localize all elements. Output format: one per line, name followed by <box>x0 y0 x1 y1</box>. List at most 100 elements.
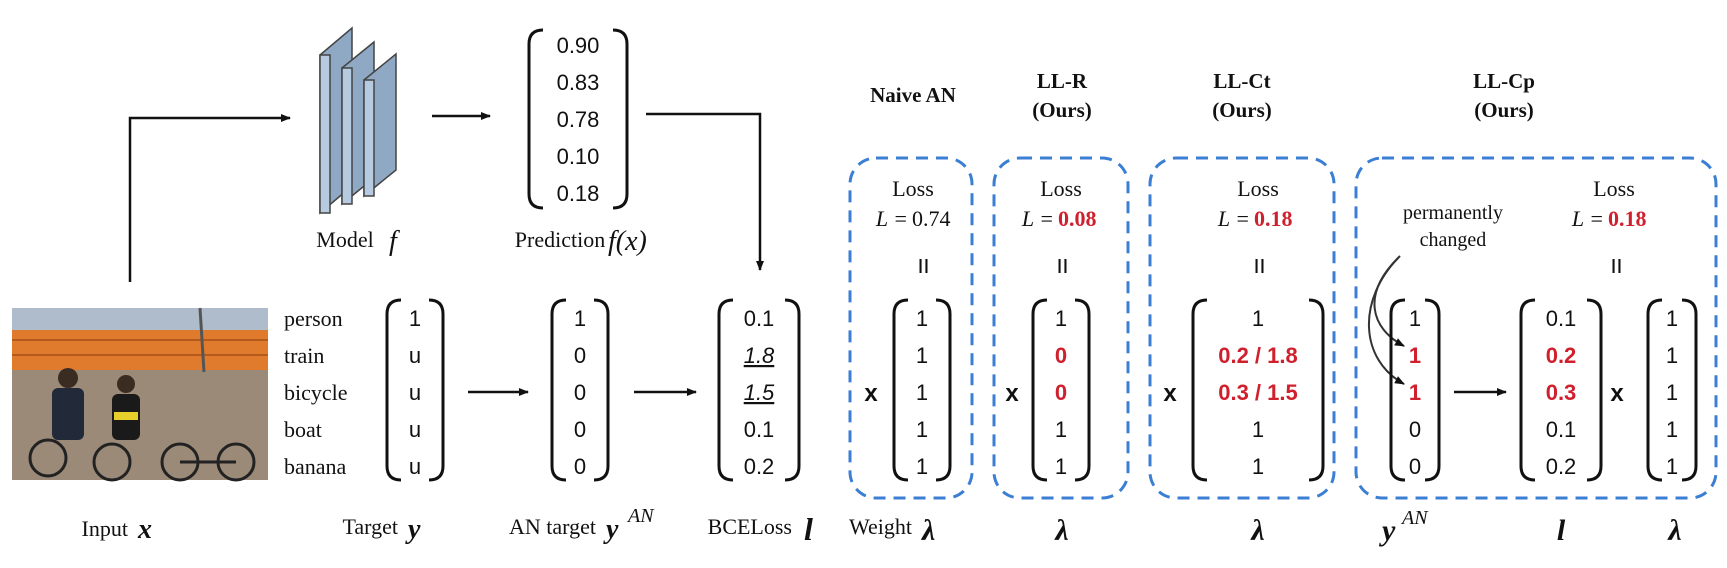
naive-an-weight-right-bracket <box>935 298 952 482</box>
ll-cp-annotation-line2: changed <box>1420 229 1487 251</box>
input-photo <box>12 307 268 482</box>
bce-loss-left-bracket <box>717 298 734 482</box>
ll-r-weight-right-bracket <box>1074 298 1091 482</box>
target-value: u <box>409 454 421 479</box>
an-target-value: 0 <box>574 380 586 405</box>
ll-cp-loss-value: 0.2 <box>1546 343 1577 368</box>
prediction-label: Prediction <box>515 227 605 252</box>
bce-loss-value: 0.1 <box>744 306 775 331</box>
target-left-bracket <box>385 298 402 482</box>
ll-cp-loss-value: 0.18 <box>1608 206 1647 231</box>
ll-cp-y-an-value: 1 <box>1409 380 1421 405</box>
ll-r-loss-value: 0.08 <box>1058 206 1097 231</box>
bce-loss-vector: 0.1 1.8 1.5 0.1 0.2 <box>717 298 801 482</box>
ll-cp-y-an-right-bracket <box>1424 298 1441 482</box>
prediction-left-bracket <box>527 28 544 210</box>
ll-r-weight-left-bracket <box>1031 298 1048 482</box>
naive-an-weight-value: 1 <box>916 454 928 479</box>
bce-loss-label: BCELoss <box>708 514 792 539</box>
ll-cp-loss-lhs: L = <box>1571 206 1604 231</box>
naive-an-weight-left-bracket <box>892 298 909 482</box>
prediction-value: 0.83 <box>557 70 600 95</box>
ll-ct-equals: = <box>1243 257 1276 274</box>
ll-ct-box <box>1148 156 1336 500</box>
ll-r-loss-lhs: L = <box>1021 206 1054 231</box>
ll-cp-box <box>1354 156 1718 500</box>
naive-an-weight-symbol: λ <box>920 514 935 547</box>
an-target-label: AN target <box>509 514 596 539</box>
bce-loss-value: 0.1 <box>744 417 775 442</box>
ll-cp-loss-right-bracket <box>1586 298 1603 482</box>
ll-ct-weight-vector: 1 0.2 / 1.8 0.3 / 1.5 1 1 <box>1191 298 1325 482</box>
ll-ct-weight-symbol: λ <box>1249 514 1264 547</box>
ll-ct-weight-value: 0.3 / 1.5 <box>1218 380 1298 405</box>
naive-an-loss-value: 0.74 <box>912 206 951 231</box>
model-label: Model <box>316 227 373 252</box>
ll-ct-title: LL-Ct <box>1213 69 1270 93</box>
ll-cp-y-an-value: 1 <box>1409 306 1421 331</box>
naive-an-weight-label: Weight <box>849 514 912 539</box>
ll-ct-loss-lhs: L = <box>1217 206 1250 231</box>
ll-ct-weight-value: 1 <box>1252 306 1264 331</box>
an-target-value: 1 <box>574 306 586 331</box>
ll-r-weight-value: 1 <box>1055 454 1067 479</box>
bce-loss-value: 0.2 <box>744 454 775 479</box>
bce-loss-value: 1.8 <box>744 343 775 368</box>
ll-cp-equals: = <box>1600 257 1633 274</box>
naive-an-box <box>848 156 974 500</box>
class-name: banana <box>284 454 347 479</box>
ll-cp-weight-value: 1 <box>1666 417 1678 442</box>
bce-loss-value: 1.5 <box>744 380 775 405</box>
bce-loss-right-bracket <box>784 298 801 482</box>
ll-r-loss-word: Loss <box>1040 176 1082 201</box>
ll-cp-change-arrow-bicycle <box>1368 255 1405 385</box>
ll-ct-weight-left-bracket <box>1191 298 1208 482</box>
arrow-prediction-to-loss <box>646 112 764 271</box>
prediction-value: 0.18 <box>557 181 600 206</box>
target-value: u <box>409 380 421 405</box>
ll-r-title: LL-R <box>1037 69 1088 93</box>
ll-r-weight-value: 0 <box>1055 343 1067 368</box>
ll-ct-subtitle: (Ours) <box>1212 98 1272 122</box>
an-target-right-bracket <box>593 298 610 482</box>
ll-cp-subtitle: (Ours) <box>1474 98 1534 122</box>
ll-cp-weight-value: 1 <box>1666 343 1678 368</box>
naive-an-loss-word: Loss <box>892 176 934 201</box>
an-target-superscript: AN <box>626 505 655 527</box>
ll-ct-weight-value: 1 <box>1252 454 1264 479</box>
target-symbol: y <box>405 514 421 545</box>
prediction-right-bracket <box>612 28 629 210</box>
naive-an-times: x <box>864 380 878 407</box>
prediction-value: 0.90 <box>557 33 600 58</box>
ll-cp-loss-vector: 0.10.20.30.10.2 <box>1519 298 1603 482</box>
ll-ct-weight-right-bracket <box>1308 298 1325 482</box>
class-name: person <box>284 306 343 331</box>
ll-cp-weight-value: 1 <box>1666 454 1678 479</box>
naive-an-title: Naive AN <box>870 83 956 107</box>
an-target-value: 0 <box>574 454 586 479</box>
prediction-symbol: f(x) <box>608 226 647 257</box>
ll-ct-weight-value: 1 <box>1252 417 1264 442</box>
ll-ct-times: x <box>1163 380 1177 407</box>
class-name: boat <box>284 417 322 442</box>
target-right-bracket <box>428 298 445 482</box>
ll-r-weight-symbol: λ <box>1053 514 1068 547</box>
ll-cp-weight-value: 1 <box>1666 380 1678 405</box>
ll-ct-weight-value: 0.2 / 1.8 <box>1218 343 1298 368</box>
arrow-input-to-model <box>128 114 291 282</box>
naive-an-loss-lhs: L = <box>875 206 908 231</box>
ll-cp-weight-right-bracket <box>1681 298 1698 482</box>
naive-an-weight-value: 1 <box>916 343 928 368</box>
ll-r-weight-value: 1 <box>1055 417 1067 442</box>
an-target-value: 0 <box>574 417 586 442</box>
ll-cp-weight-left-bracket <box>1646 298 1663 482</box>
target-label: Target <box>343 514 398 539</box>
prediction-vector: 0.900.830.780.100.18 <box>527 28 629 210</box>
ll-r-equals: = <box>1046 257 1079 274</box>
prediction-value: 0.10 <box>557 144 600 169</box>
